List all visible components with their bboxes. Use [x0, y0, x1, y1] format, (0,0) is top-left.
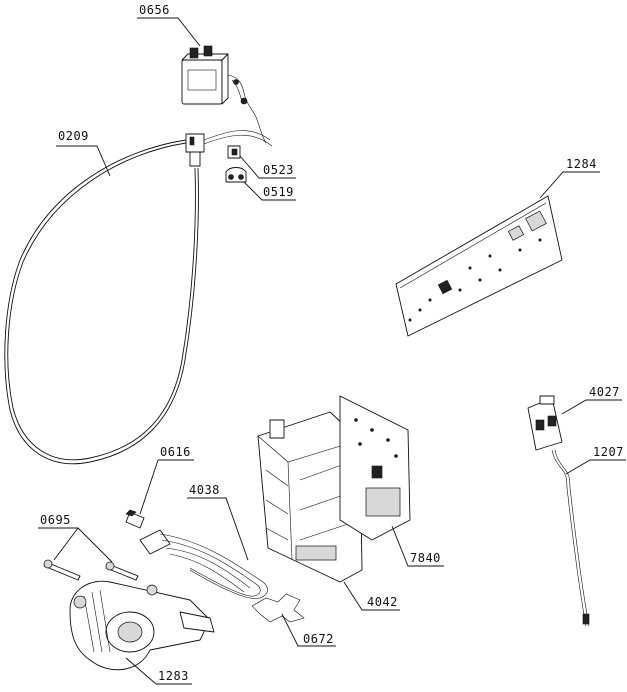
- label-0656: 0656: [139, 3, 170, 17]
- part-0695-screws[interactable]: [43, 559, 139, 581]
- leader-1207: [565, 459, 626, 475]
- label-4038: 4038: [189, 483, 220, 497]
- leader-0523: [239, 155, 296, 179]
- part-0616-temperature-sensor[interactable]: [125, 509, 145, 529]
- part-4042-main-housing[interactable]: [257, 411, 363, 583]
- part-0209-power-cable[interactable]: [4, 130, 273, 465]
- label-0523: 0523: [263, 163, 294, 177]
- part-0519-cable-holder[interactable]: [225, 167, 247, 183]
- label-1284: 1284: [566, 157, 597, 171]
- leader-4042: [343, 581, 400, 611]
- part-1207-wire[interactable]: [551, 449, 590, 627]
- leader-0656: [137, 17, 201, 47]
- label-0519: 0519: [263, 185, 294, 199]
- label-0695: 0695: [40, 513, 71, 527]
- part-4027-door-lock[interactable]: [527, 395, 563, 451]
- leader-0519: [243, 181, 296, 201]
- part-0523-clip[interactable]: [227, 145, 241, 159]
- leader-1283: [125, 657, 192, 685]
- part-0672-spring-clip[interactable]: [251, 593, 305, 623]
- leader-0616: [139, 459, 194, 515]
- leader-0695: [38, 527, 113, 563]
- leader-1284: [539, 171, 600, 199]
- label-1283: 1283: [158, 669, 189, 683]
- part-1284-control-board[interactable]: [395, 195, 563, 337]
- part-4038-heating-element[interactable]: [139, 529, 268, 599]
- leader-4027: [561, 399, 622, 415]
- label-1207: 1207: [593, 445, 624, 459]
- leader-7840: [391, 525, 444, 567]
- part-1283-drain-pump[interactable]: [69, 580, 215, 671]
- label-0616: 0616: [160, 445, 191, 459]
- label-4042: 4042: [367, 595, 398, 609]
- label-7840: 7840: [410, 551, 441, 565]
- part-0656-filter-box[interactable]: [181, 45, 267, 144]
- part-7840-power-board[interactable]: [339, 395, 411, 541]
- leader-0672: [281, 613, 336, 647]
- leader-0209: [56, 145, 111, 177]
- label-0672: 0672: [303, 632, 334, 646]
- leader-4038: [187, 497, 249, 561]
- label-4027: 4027: [589, 385, 620, 399]
- label-0209: 0209: [58, 129, 89, 143]
